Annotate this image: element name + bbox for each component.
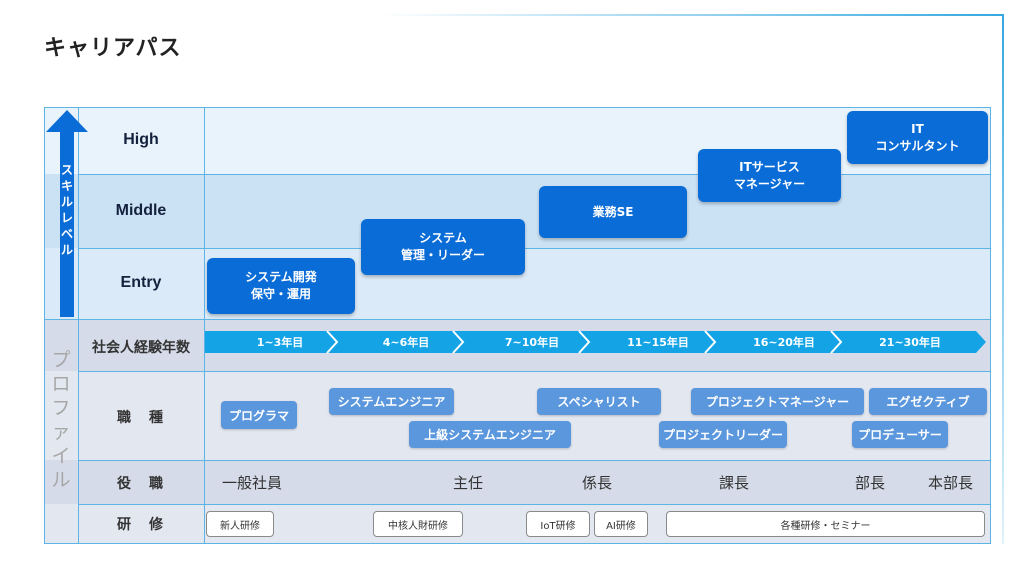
role-system-admin-leader: システム 管理・リーダー <box>361 219 525 275</box>
job-project-manager: プロジェクトマネージャー <box>691 388 864 415</box>
row-label-training: 研 修 <box>117 517 165 533</box>
training-various-seminars: 各種研修・セミナー <box>666 511 985 537</box>
level-high-label: High <box>123 131 159 148</box>
year-range-5: 16~20年目 <box>753 336 815 349</box>
position-band <box>44 460 990 504</box>
grid-line <box>78 107 79 544</box>
year-range-2: 4~6年目 <box>382 336 430 349</box>
profile-label: プ ロ フ ァ イ ル <box>51 349 71 491</box>
frame-right-accent <box>1002 14 1004 544</box>
grid-line <box>990 107 991 544</box>
experience-years-arrow <box>205 330 986 354</box>
grid-line <box>78 248 990 249</box>
grid-line <box>78 460 990 461</box>
position-chief: 主任 <box>453 474 484 492</box>
row-label-years: 社会人経験年数 <box>92 340 190 356</box>
role-system-dev-maintenance: システム開発 保守・運用 <box>207 258 355 314</box>
position-general-employee: 一般社員 <box>222 474 283 492</box>
year-range-1: 1~3年目 <box>256 336 304 349</box>
row-label-position: 役 職 <box>117 476 165 492</box>
position-manager: 課長 <box>719 474 750 492</box>
grid-line <box>44 107 990 108</box>
row-label-job-type: 職 種 <box>117 410 165 426</box>
grid-line <box>44 319 990 320</box>
level-entry-label: Entry <box>120 274 162 291</box>
role-business-se: 業務SE <box>539 186 687 238</box>
job-system-engineer: システムエンジニア <box>329 388 454 415</box>
job-specialist: スペシャリスト <box>537 388 661 415</box>
training-ai: AI研修 <box>594 511 648 537</box>
position-section-chief: 係長 <box>582 474 613 492</box>
grid-line <box>204 107 205 544</box>
grid-line <box>78 504 990 505</box>
skill-level-label: ス キ ル レ ベ ル <box>60 163 73 257</box>
job-project-leader: プロジェクトリーダー <box>659 421 787 448</box>
grid-line <box>78 174 990 175</box>
level-middle-label: Middle <box>115 202 167 219</box>
skill-level-arrow-icon <box>46 110 88 317</box>
position-department-head: 部長 <box>855 474 886 492</box>
grid-line <box>44 543 990 544</box>
position-division-head: 本部長 <box>928 474 974 492</box>
role-it-service-manager: ITサービス マネージャー <box>698 149 841 202</box>
job-programmer: プログラマ <box>221 401 297 429</box>
job-senior-system-engineer: 上級システムエンジニア <box>409 421 571 448</box>
page-title: キャリアパス <box>44 36 182 61</box>
training-new-employee: 新人研修 <box>206 511 274 537</box>
job-executive: エグゼクティブ <box>869 388 987 415</box>
year-range-3: 7~10年目 <box>504 336 560 349</box>
frame-top-accent <box>380 14 1004 16</box>
role-it-consultant: IT コンサルタント <box>847 111 988 164</box>
training-core-talent: 中核人財研修 <box>373 511 463 537</box>
year-range-4: 11~15年目 <box>627 336 689 349</box>
job-producer: プロデューサー <box>852 421 948 448</box>
training-iot: IoT研修 <box>526 511 590 537</box>
grid-line <box>44 107 45 544</box>
grid-line <box>78 371 990 372</box>
year-range-6: 21~30年目 <box>879 336 941 349</box>
